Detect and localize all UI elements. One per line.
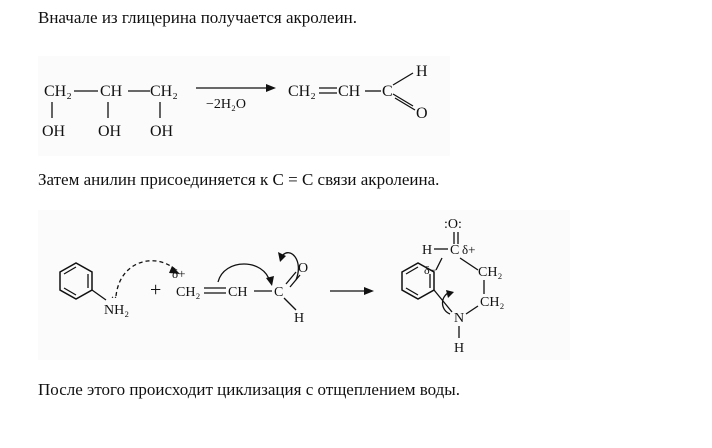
delta-plus: δ+ bbox=[172, 266, 185, 281]
aniline-addition-scheme: NH₂ .. + δ+ CH₂ CH C O H :O: bbox=[38, 210, 570, 360]
double-bond bbox=[289, 274, 301, 288]
double-bond bbox=[392, 93, 414, 107]
glycerol-dehydration-svg: CH₂ CH CH₂ OH OH OH −2H₂O CH₂ CH C H O bbox=[42, 63, 428, 140]
glycerol-oh1: OH bbox=[42, 123, 66, 140]
acrolein-c: C bbox=[382, 83, 393, 100]
bond bbox=[283, 297, 297, 311]
acrolein-h: H bbox=[294, 311, 304, 326]
plus-sign: + bbox=[150, 279, 161, 301]
bond bbox=[435, 257, 443, 271]
addition-paragraph: Затем анилин присоединяется к C = C связ… bbox=[38, 170, 440, 189]
ring-double-bond bbox=[63, 287, 77, 296]
acrolein-ch: CH bbox=[338, 83, 361, 100]
lone-pair-dots: .. bbox=[111, 287, 117, 301]
arrow-label: −2H₂O bbox=[206, 97, 246, 112]
cyclization-paragraph: После этого происходит циклизация с отще… bbox=[38, 380, 460, 399]
acrolein-ch2: CH₂ bbox=[176, 285, 200, 300]
product-h-left: H bbox=[422, 243, 432, 258]
electron-push-arrow-head bbox=[169, 266, 180, 274]
double-bond bbox=[285, 271, 297, 285]
ring-double-bond bbox=[405, 287, 419, 296]
benzene-ring bbox=[59, 262, 93, 300]
intro-paragraph: Вначале из глицерина получается акролеин… bbox=[38, 8, 358, 27]
bond bbox=[465, 305, 479, 315]
acrolein-h: H bbox=[416, 63, 428, 80]
acrolein-o: O bbox=[298, 261, 308, 276]
glycerol-ch2-right: CH₂ bbox=[150, 83, 178, 100]
ring-double-bond bbox=[405, 266, 419, 275]
double-bond bbox=[394, 97, 416, 111]
acrolein-ch2: CH₂ bbox=[288, 83, 316, 100]
glycerol-oh2: OH bbox=[98, 123, 122, 140]
bond-shift-arrow bbox=[217, 263, 271, 283]
product-h-bottom: H bbox=[454, 341, 464, 356]
acrolein-ch: CH bbox=[228, 285, 247, 300]
acrolein-c: C bbox=[274, 285, 283, 300]
product-c: C bbox=[450, 243, 459, 258]
reaction-arrow-head bbox=[266, 84, 276, 92]
carbonyl-arrow bbox=[281, 252, 299, 281]
product-delta-plus: δ+ bbox=[462, 242, 475, 257]
bond bbox=[459, 257, 479, 271]
electron-push-arrow bbox=[115, 260, 177, 297]
reaction-arrow-head bbox=[364, 287, 374, 295]
product-ch2-top: CH₂ bbox=[478, 265, 502, 280]
aniline-nh2: NH₂ bbox=[104, 303, 129, 318]
bond bbox=[91, 289, 107, 301]
bond bbox=[392, 72, 414, 86]
product-o: :O: bbox=[444, 217, 462, 232]
ring-closure-arrow-head bbox=[446, 290, 454, 298]
product-delta-minus: δ− bbox=[424, 263, 437, 277]
acrolein-o: O bbox=[416, 105, 428, 122]
glycerol-ch2-left: CH₂ bbox=[44, 83, 72, 100]
glycerol-ch: CH bbox=[100, 83, 123, 100]
glycerol-oh3: OH bbox=[150, 123, 174, 140]
ring-double-bond bbox=[63, 266, 77, 275]
product-ch2-bottom: CH₂ bbox=[480, 295, 504, 310]
carbonyl-arrow-head bbox=[278, 252, 286, 262]
bond-shift-arrow-head bbox=[266, 276, 274, 286]
product-n: N bbox=[454, 311, 464, 326]
glycerol-dehydration-scheme: CH₂ CH CH₂ OH OH OH −2H₂O CH₂ CH C H O bbox=[38, 56, 450, 156]
aniline-addition-svg: NH₂ .. + δ+ CH₂ CH C O H :O: bbox=[59, 217, 504, 356]
